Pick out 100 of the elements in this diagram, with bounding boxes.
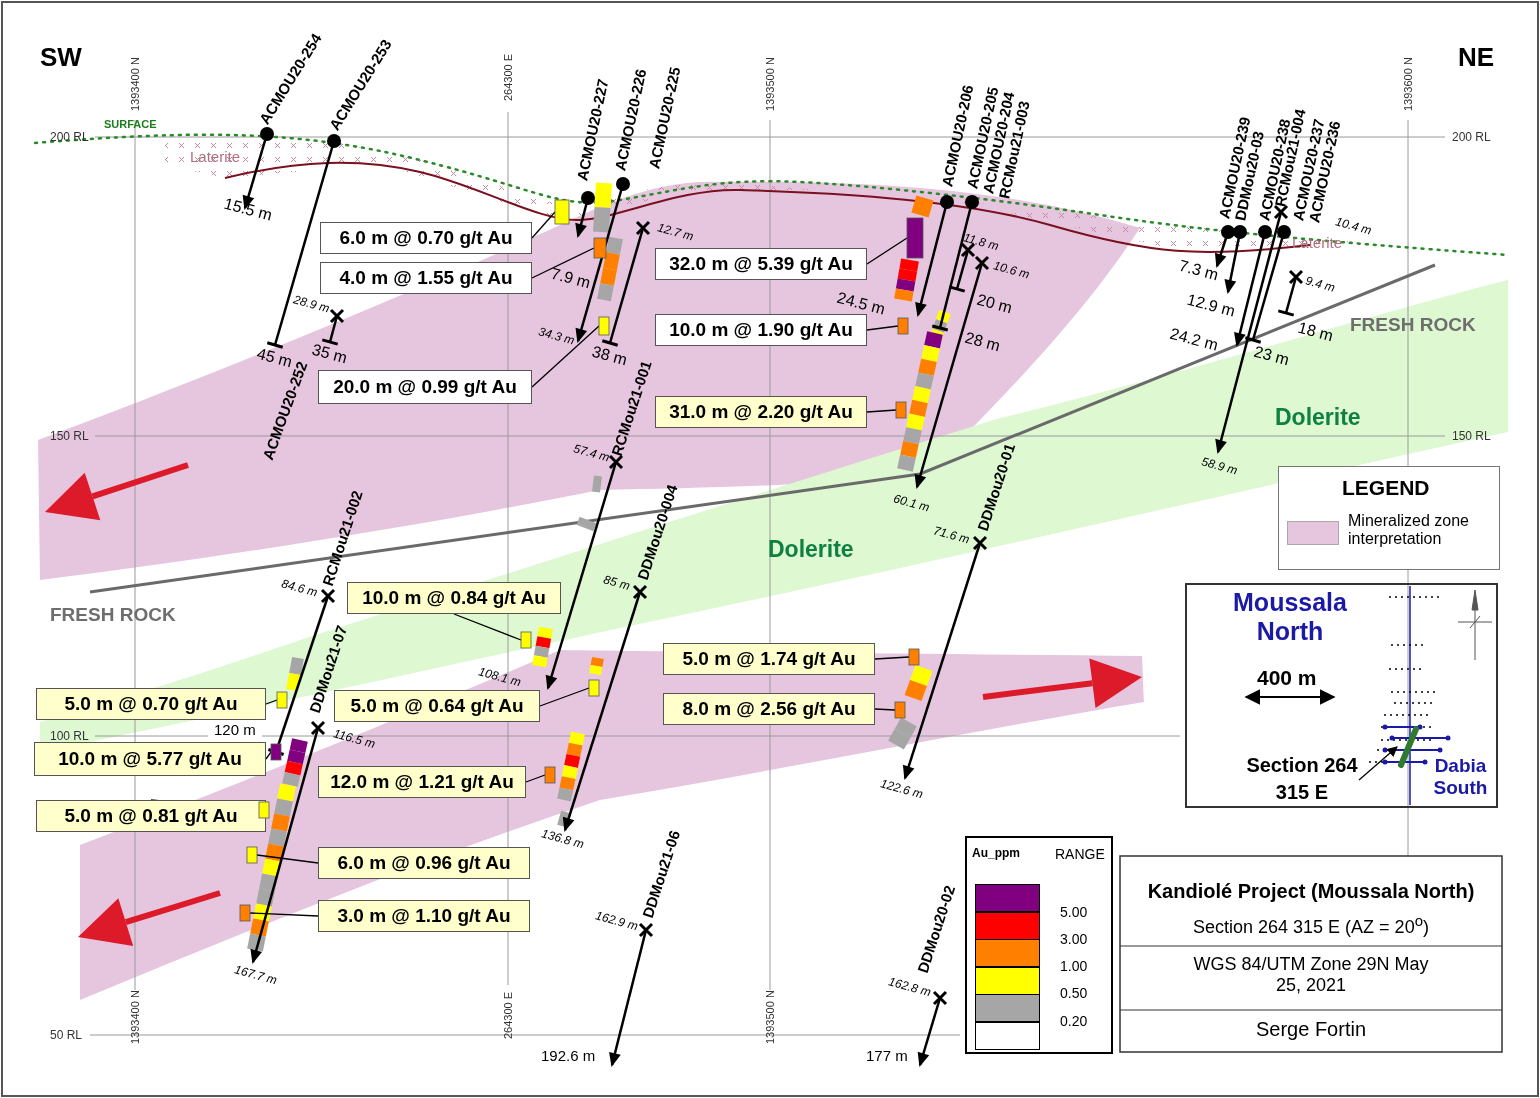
scale-value: 5.00 [1060, 904, 1088, 920]
depth-label: 85 m [602, 572, 632, 594]
leader-line [249, 912, 319, 917]
depth-label: 34.3 m [537, 324, 577, 348]
assay-callout: 5.0 m @ 0.64 g/t Au [334, 690, 540, 722]
rock-unit-label: FRESH ROCK [50, 604, 176, 626]
assay-callout: 31.0 m @ 2.20 g/t Au [655, 396, 867, 428]
project-title: Kandiolé Project (Moussala North) [1146, 880, 1476, 903]
rock-unit-label: Laterite [190, 148, 241, 165]
assay-interval [259, 802, 269, 818]
rock-unit-label: Dolerite [1275, 404, 1361, 431]
depth-label: 60.1 m [892, 491, 932, 515]
leader-line [453, 613, 522, 641]
depth-label: 120 m [214, 721, 256, 738]
elevation-label: 200 RL [50, 130, 89, 144]
pointer-arrow [1358, 746, 1398, 781]
compass-direction-label: SW [40, 42, 82, 73]
title-block-text: Section 264 315 E (AZ = 20$^{o}$) [1192, 912, 1430, 938]
assay-callout: 10.0 m @ 1.90 g/t Au [655, 314, 867, 346]
depth-label: 10.6 m [992, 258, 1032, 282]
depth-label: 58.9 m [1200, 454, 1240, 478]
assay-callout: 5.0 m @ 0.81 g/t Au [36, 800, 266, 832]
assay-callout: 32.0 m @ 5.39 g/t Au [655, 248, 867, 280]
assay-interval [896, 402, 906, 418]
depth-label: 162.9 m [594, 908, 640, 934]
assay-callout: 12.0 m @ 1.21 g/t Au [318, 766, 526, 798]
assay-interval [545, 767, 555, 783]
leader-line [265, 699, 278, 705]
depth-label: 71.6 m [932, 523, 972, 547]
grid-coordinate: 264300 E [502, 992, 514, 1040]
scale-heading: Au_ppm [972, 846, 1020, 860]
assay-interval [594, 238, 606, 258]
author-name: Serge Fortin [1254, 1018, 1368, 1041]
depth-label: 7.3 m [1177, 256, 1221, 284]
leader-line [866, 409, 897, 413]
depth-label: 12.9 m [1185, 290, 1237, 321]
depth-label: 116.5 m [332, 726, 377, 752]
depth-label: 84.6 m [280, 576, 320, 600]
depth-label: 28 m [963, 328, 1002, 355]
depth-label: 108.1 m [477, 664, 523, 690]
assay-interval [271, 744, 281, 760]
depth-label: 136.8 m [540, 826, 586, 852]
rock-unit-label: FRESH ROCK [1350, 314, 1476, 336]
leader-line [525, 774, 546, 783]
leader-line [874, 656, 910, 660]
section-line [1397, 726, 1419, 768]
assay-interval [898, 318, 908, 334]
leader-line [866, 237, 908, 265]
scale-value: 1.00 [1060, 958, 1088, 974]
map-label: Moussala North [1232, 588, 1348, 646]
depth-label: 12.7 m [656, 220, 696, 244]
grid-coordinate: 1393500 N [764, 990, 776, 1045]
depth-label: 11.8 m [962, 230, 1001, 254]
assay-callout: 3.0 m @ 1.10 g/t Au [318, 900, 530, 932]
depth-label: 162.8 m [887, 974, 933, 1000]
leader-line [866, 325, 899, 331]
assay-interval [909, 649, 919, 665]
depth-label: 167.7 m [233, 962, 279, 988]
depth-label: 24.2 m [1168, 324, 1220, 355]
scale-label: 400 m [1257, 666, 1317, 690]
elevation-label: 200 RL [1452, 130, 1491, 144]
depth-label: 23 m [1252, 342, 1291, 369]
assay-callout: 5.0 m @ 1.74 g/t Au [663, 643, 875, 675]
depth-label: 57.4 m [572, 441, 612, 465]
title-block-text: WGS 84/UTM Zone 29N May 25, 2021 [1192, 954, 1430, 996]
legend-text: Mineralized zone interpretation [1348, 512, 1470, 548]
depth-label: 7.9 m [549, 264, 593, 292]
leader-line [539, 687, 590, 707]
depth-label: 20 m [975, 290, 1014, 317]
grid-coordinate: 264300 E [502, 54, 514, 102]
assay-callout: 4.0 m @ 1.55 g/t Au [320, 262, 532, 294]
assay-interval [240, 905, 250, 921]
depth-label: 18 m [1296, 318, 1335, 345]
assay-callout: 5.0 m @ 0.70 g/t Au [36, 688, 266, 720]
assay-interval [521, 632, 531, 648]
grid-coordinate: 1393600 N [1402, 57, 1414, 112]
assay-callout: 10.0 m @ 5.77 g/t Au [34, 742, 266, 776]
assay-callout: 20.0 m @ 0.99 g/t Au [318, 370, 532, 404]
assay-callout: 6.0 m @ 0.96 g/t Au [318, 847, 530, 879]
depth-label: 122.6 m [879, 776, 925, 802]
depth-label: 15.5 m [222, 194, 274, 225]
scale-value: 0.20 [1060, 1013, 1088, 1029]
leader-line [531, 325, 600, 388]
assay-callout: 8.0 m @ 2.56 g/t Au [663, 693, 875, 725]
leader-line [874, 708, 896, 711]
assay-interval [895, 702, 905, 718]
scale-value: 3.00 [1060, 931, 1088, 947]
assay-callout: 6.0 m @ 0.70 g/t Au [320, 222, 532, 254]
leader-line [256, 854, 319, 864]
leader-line [531, 211, 556, 239]
elevation-label: 150 RL [50, 429, 89, 443]
grid-coordinate: 1393400 N [129, 57, 141, 112]
grid-coordinate: 1393500 N [764, 57, 776, 112]
elevation-label: 150 RL [1452, 429, 1491, 443]
assay-interval [589, 680, 599, 696]
assay-interval [247, 847, 257, 863]
assay-interval [907, 218, 923, 258]
assay-callout: 10.0 m @ 0.84 g/t Au [347, 582, 561, 614]
depth-label: 9.4 m [1304, 273, 1337, 295]
depth-label: 28.9 m [292, 292, 332, 316]
